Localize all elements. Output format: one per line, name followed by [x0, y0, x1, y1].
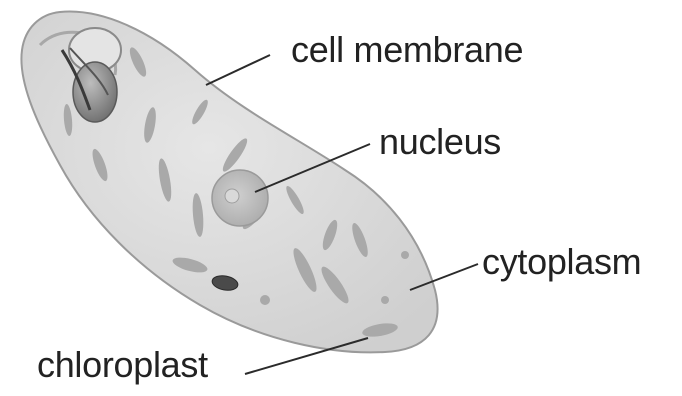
chloroplast-17	[260, 295, 270, 305]
label-nucleus: nucleus	[379, 124, 501, 160]
label-cell-membrane: cell membrane	[291, 32, 523, 68]
chloroplast-18	[401, 251, 409, 259]
reservoir	[73, 62, 117, 122]
label-chloroplast: chloroplast	[37, 347, 208, 383]
nucleus-shape	[212, 170, 268, 226]
label-cytoplasm: cytoplasm	[482, 244, 641, 280]
leader-cell-membrane	[206, 55, 270, 85]
chloroplast-19	[381, 296, 389, 304]
nucleolus	[225, 189, 239, 203]
